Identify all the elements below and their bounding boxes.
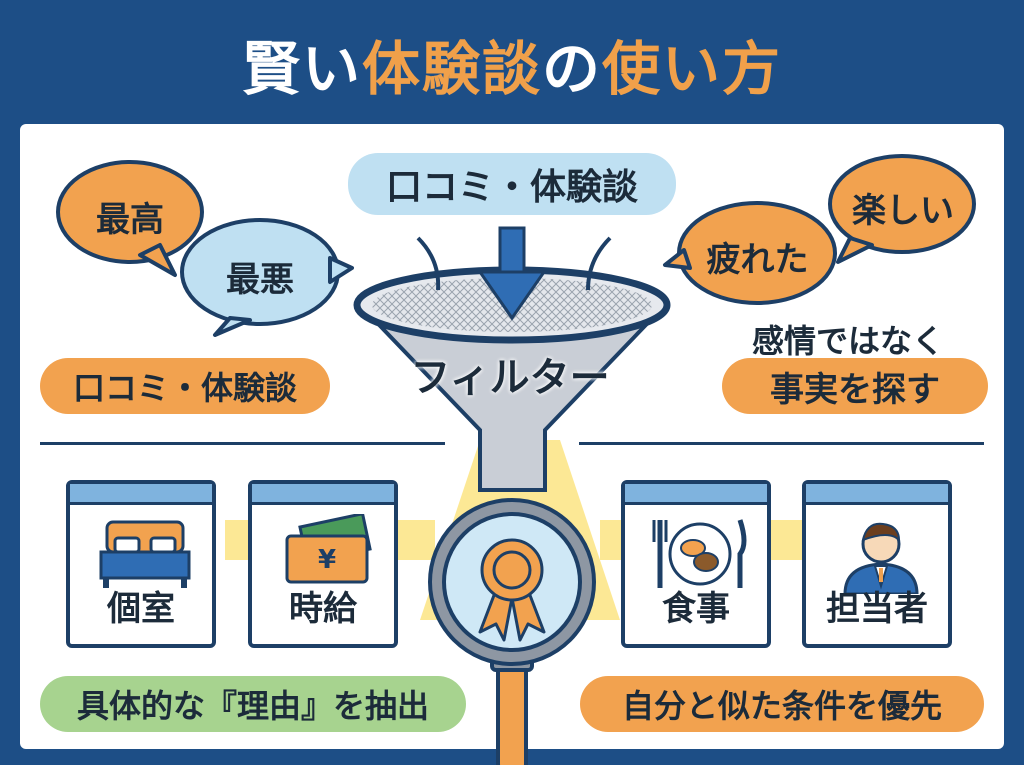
bubble-worst-label: 最悪 <box>226 260 294 300</box>
filter-funnel <box>353 226 671 492</box>
fact-pill: 事実を探す <box>722 358 988 414</box>
extract-reason-pill: 具体的な『理由』を抽出 <box>40 676 466 732</box>
card-meal: 食事 <box>621 480 771 648</box>
top-source-pill: 口コミ・体験談 <box>348 153 676 215</box>
card-hourly-wage: ¥ 時給 <box>248 480 398 648</box>
card-hourly-wage-label: 時給 <box>289 589 357 629</box>
money-icon: ¥ <box>285 514 372 584</box>
card-staff: 担当者 <box>802 480 952 648</box>
divider-right <box>579 442 984 445</box>
title-part-1: 賢い <box>241 35 362 103</box>
divider-left <box>40 442 445 445</box>
card-private-room: 個室 <box>66 480 216 648</box>
left-source-pill: 口コミ・体験談 <box>40 358 330 414</box>
staff-person-icon <box>843 522 919 594</box>
card-staff-label: 担当者 <box>826 589 928 629</box>
prioritize-similar-pill: 自分と似た条件を優先 <box>580 676 984 732</box>
bubble-best-label: 最高 <box>96 200 164 240</box>
bed-icon <box>99 520 191 588</box>
bubble-tired-label: 疲れた <box>706 240 809 280</box>
bubble-best <box>56 160 204 277</box>
bubble-worst <box>180 218 354 337</box>
not-emotion-note: 感情ではなく <box>751 322 944 360</box>
card-meal-label: 食事 <box>662 589 730 629</box>
bubble-fun-label: 楽しい <box>852 191 954 231</box>
page-title: 賢い体験談の使い方 <box>0 22 1024 106</box>
title-part-4: 使い方 <box>602 35 783 103</box>
svg-text:¥: ¥ <box>318 545 336 575</box>
filter-label: フィルター <box>410 355 610 401</box>
title-part-3: の <box>542 35 603 103</box>
title-part-2: 体験談 <box>361 35 542 103</box>
bubble-fun <box>828 154 976 264</box>
bubble-tired <box>663 201 837 305</box>
magnifier-icon <box>428 498 596 765</box>
card-private-room-label: 個室 <box>107 589 175 629</box>
meal-icon <box>652 519 747 588</box>
